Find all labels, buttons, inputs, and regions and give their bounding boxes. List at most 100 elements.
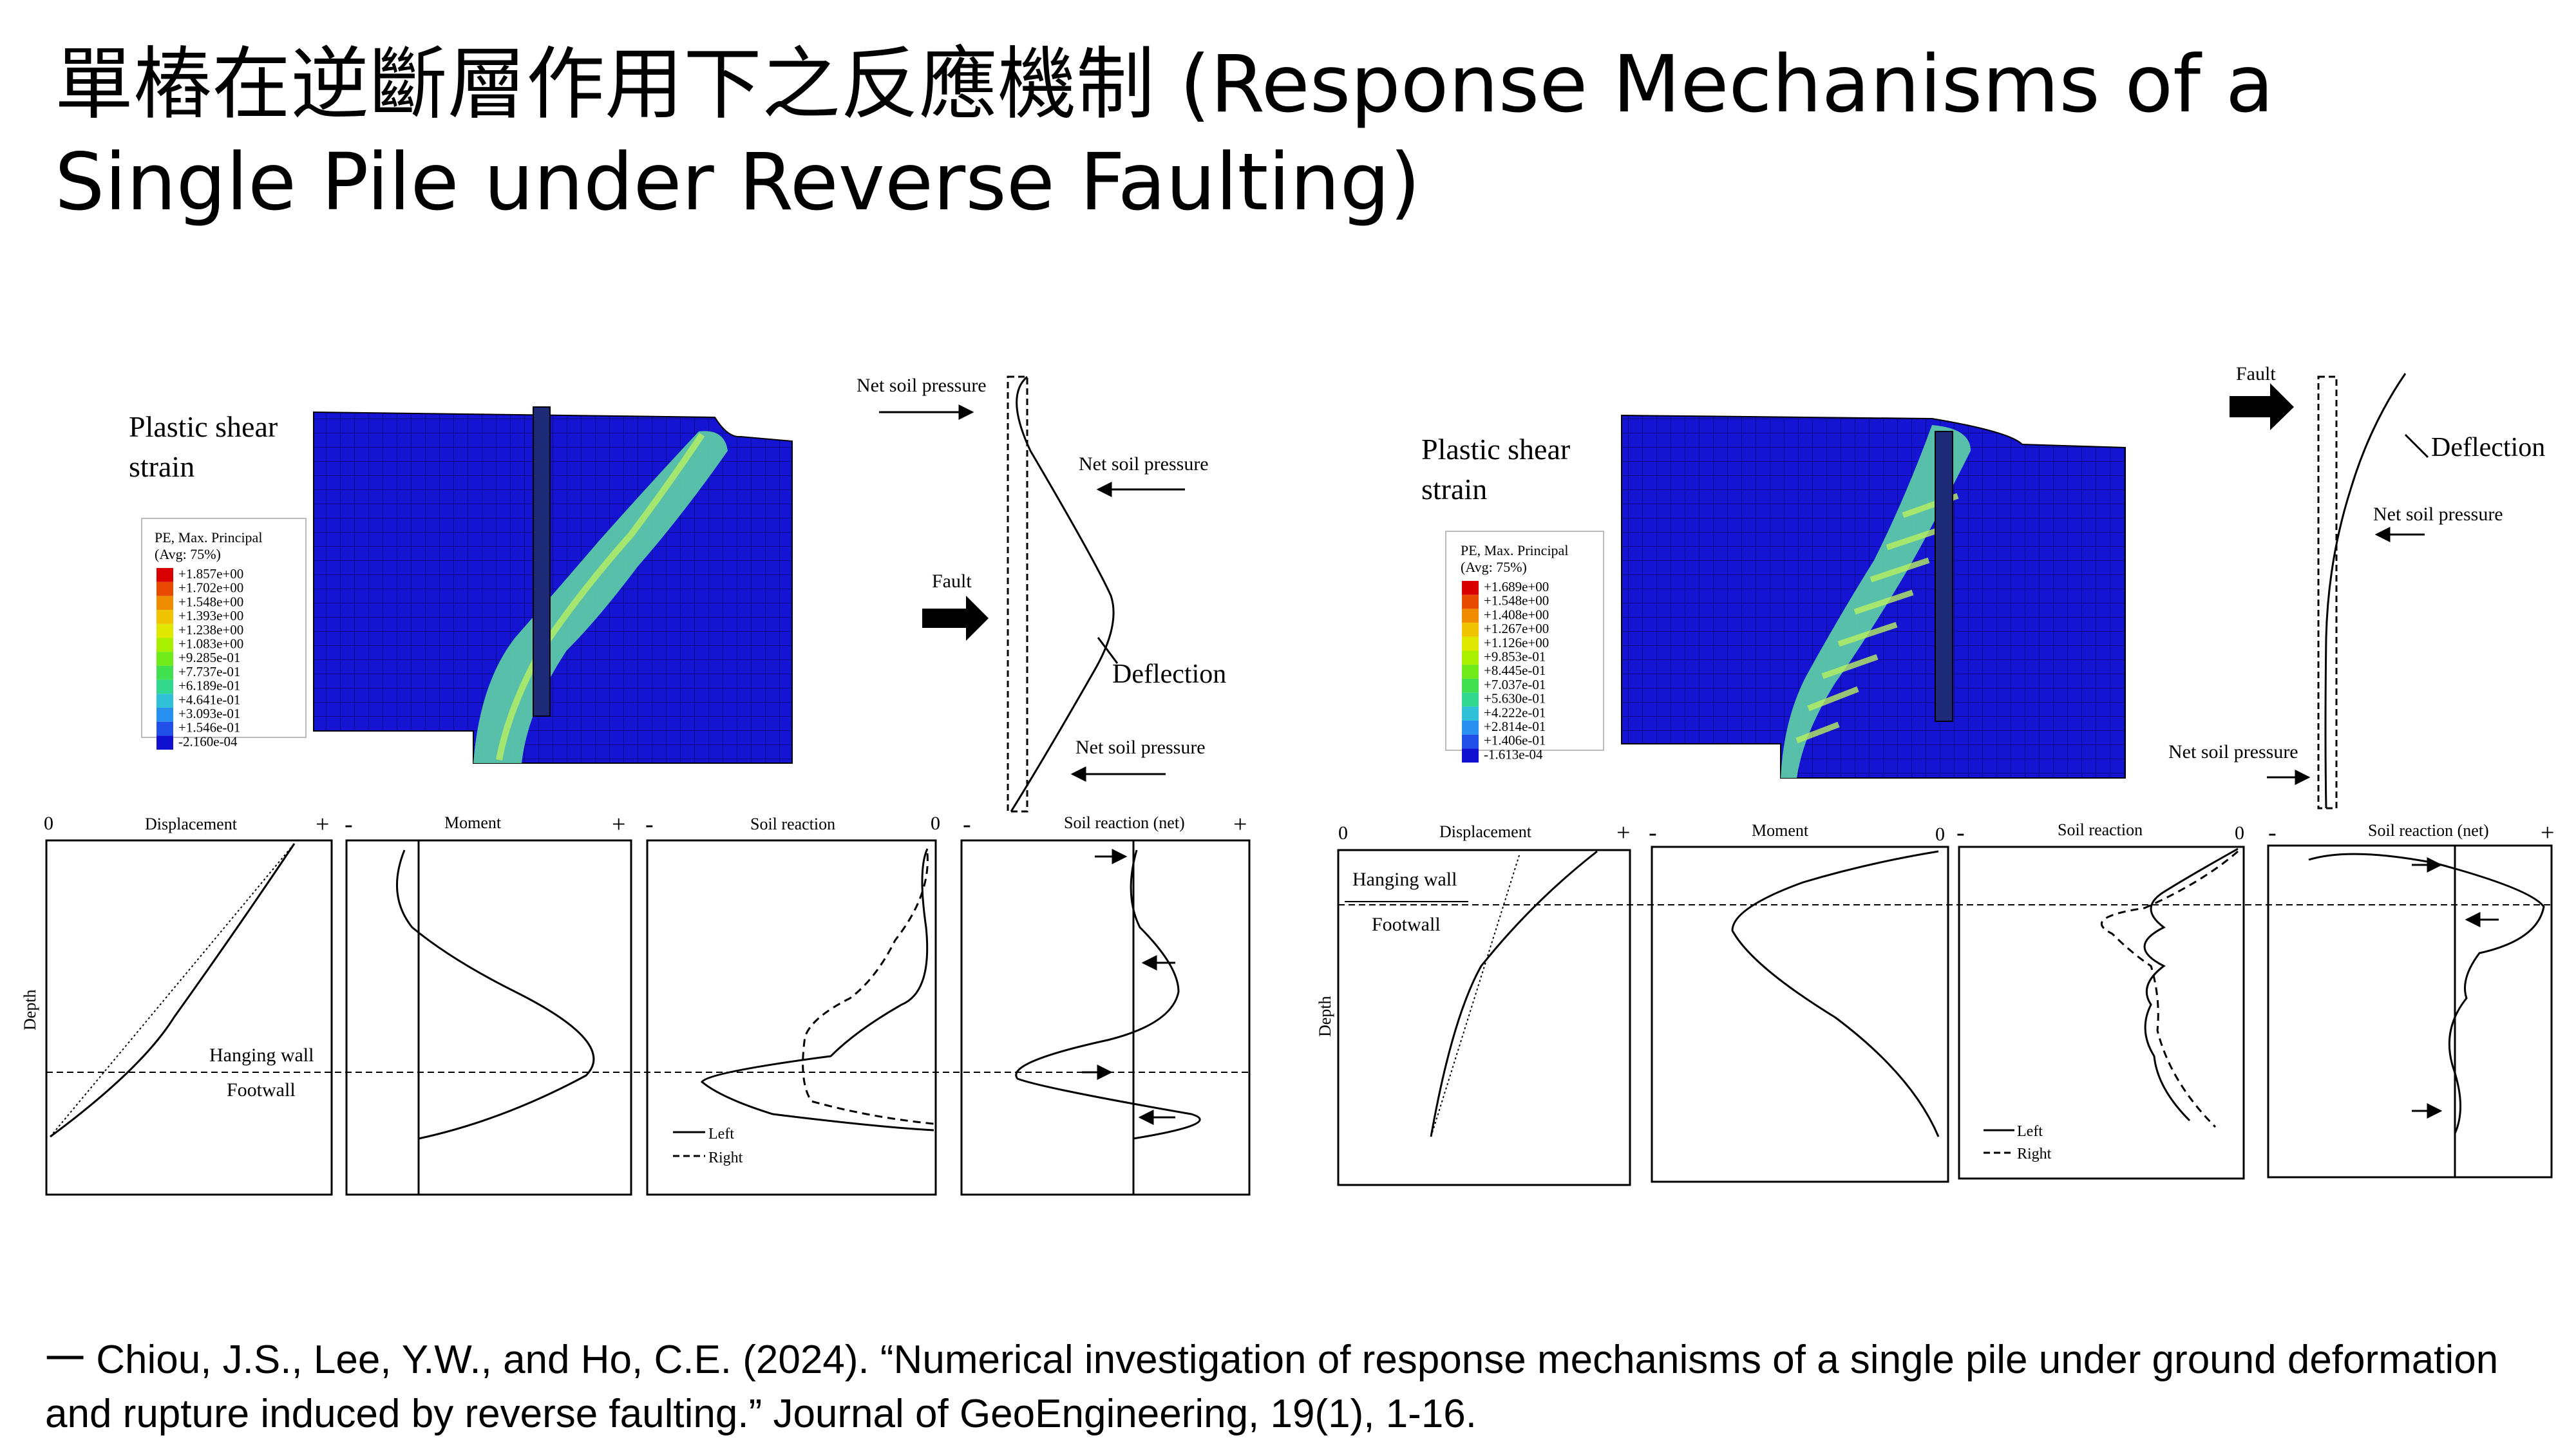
soil-reaction-box (646, 839, 937, 1196)
displacement-free-field (50, 843, 295, 1137)
soil-reaction-net-box (2267, 844, 2553, 1179)
net-reaction-curve (1015, 849, 1201, 1140)
depth-axis-label: Depth (21, 989, 39, 1030)
zero-label: 0 (1935, 824, 1945, 845)
displacement-box (45, 839, 333, 1196)
legend-swatch (1462, 721, 1479, 735)
soil-reaction-left (700, 848, 934, 1132)
moment-header: Moment (1752, 821, 1809, 840)
net-reaction-curve (2308, 853, 2545, 1134)
pile (1935, 431, 1953, 722)
legend-value: +9.285e-01 (178, 650, 240, 665)
soil-reaction-right (2100, 850, 2239, 1128)
legend-title-1: PE, Max. Principal (1461, 542, 1568, 558)
legend-swatch (156, 582, 173, 596)
legend-swatch (1462, 594, 1479, 609)
pile-outline (2317, 375, 2338, 810)
legend-swatch (156, 568, 173, 582)
mech-net-bottom-label: Net soil pressure (1075, 737, 1206, 758)
legend-value: +9.853e-01 (1484, 649, 1546, 665)
soil-reaction-box (1958, 846, 2245, 1180)
legend-swatch (1462, 706, 1479, 721)
legend-value: -1.613e-04 (1484, 746, 1543, 762)
plus-label: + (2541, 819, 2554, 846)
legend-value: +6.189e-01 (178, 678, 240, 694)
legend-value: +7.737e-01 (178, 664, 240, 679)
mech-fault-label: Fault (2236, 363, 2276, 384)
legend-swatch (156, 623, 173, 638)
legend-value: +1.546e-01 (178, 720, 240, 735)
soil-reaction-header: Soil reaction (750, 815, 835, 833)
legend-swatch (156, 638, 173, 652)
mech-fault-label: Fault (932, 571, 972, 592)
legend-left-label: Left (708, 1126, 734, 1142)
mech-net-mid-label: Net soil pressure (2373, 504, 2503, 525)
fault-arrow (922, 596, 989, 641)
mech-net-mid-label: Net soil pressure (1079, 453, 1209, 475)
legend-swatch (156, 610, 173, 624)
minus-label: - (2268, 819, 2277, 846)
legend-title-2: (Avg: 75%) (1461, 559, 1527, 575)
plus-label: + (612, 811, 625, 838)
zero-label: 0 (2235, 822, 2244, 844)
moment-curve (395, 849, 595, 1140)
deflection-leader (2404, 433, 2429, 459)
deflection-curve (2324, 373, 2407, 809)
legend-swatch (156, 679, 173, 694)
deflection-curve (1010, 375, 1115, 812)
shear-band-highlight (496, 433, 705, 761)
displacement-header: Displacement (1439, 822, 1532, 841)
plus-label: + (316, 811, 329, 838)
pile (533, 406, 551, 717)
zero-label: 0 (44, 813, 53, 834)
minus-label: - (345, 811, 353, 838)
shear-band (1781, 425, 1971, 778)
displacement-header: Displacement (145, 815, 238, 833)
mech-net-top-label: Net soil pressure (857, 375, 987, 396)
legend-value: +7.037e-01 (1484, 677, 1546, 692)
legend-swatch (1462, 581, 1479, 595)
legend-swatch (1462, 665, 1479, 679)
depth-axis-label: Depth (1316, 996, 1334, 1037)
soil-reaction-right (802, 853, 934, 1125)
minus-label: - (1956, 819, 1965, 846)
legend-value: -2.160e-04 (178, 734, 238, 749)
legend-left-label: Left (2017, 1123, 2043, 1140)
plus-label: + (1616, 819, 1630, 846)
legend-swatch (1462, 678, 1479, 693)
legend-value: +1.408e+00 (1484, 607, 1549, 622)
legend-value: +4.222e-01 (1484, 705, 1546, 720)
fault-arrow (2230, 383, 2294, 430)
legend-value: +1.857e+00 (178, 566, 243, 582)
legend-value: +1.238e+00 (178, 622, 243, 638)
slide-title: 單樁在逆斷層作用下之反應機制 (Response Mechanisms of a… (55, 39, 2274, 228)
displacement-box (1337, 849, 1631, 1186)
legend-swatch (156, 708, 173, 722)
legend-swatch (156, 721, 173, 736)
legend-swatch (1462, 650, 1479, 665)
legend-right-label: Right (708, 1150, 743, 1166)
legend-value: +1.689e+00 (1484, 579, 1549, 594)
moment-curve (1731, 850, 1940, 1137)
legend-swatch (156, 735, 173, 750)
displacement-curve (50, 843, 296, 1138)
plus-label: + (1233, 811, 1247, 838)
legend-title-1: PE, Max. Principal (155, 529, 262, 545)
legend-right-label: Right (2017, 1146, 2052, 1162)
legend-swatch (156, 665, 173, 680)
legend-value: +1.406e-01 (1484, 733, 1546, 748)
displacement-free-field (1430, 853, 1520, 1137)
citation: 一 Chiou, J.S., Lee, Y.W., and Ho, C.E. (… (45, 1338, 2499, 1436)
right-figure-svg: Plastic shear strain PE, Max. Principal … (1316, 363, 2554, 1186)
left-figure: Plastic shear strain PE, Max. Principal … (0, 348, 1288, 1217)
response-plots: 0 Displacement + - Moment 0 - Soil react… (1316, 819, 2554, 1186)
minus-label: - (1649, 819, 1657, 846)
minus-label: - (963, 811, 971, 838)
legend-title-2: (Avg: 75%) (155, 546, 221, 562)
legend-value: +1.126e+00 (1484, 635, 1549, 650)
legend-value: +4.641e-01 (178, 692, 240, 707)
soil-reaction-header: Soil reaction (2058, 820, 2143, 839)
legend-swatch (1462, 623, 1479, 637)
right-figure: Plastic shear strain PE, Max. Principal … (1288, 348, 2576, 1217)
deflection-leader (1097, 637, 1119, 664)
